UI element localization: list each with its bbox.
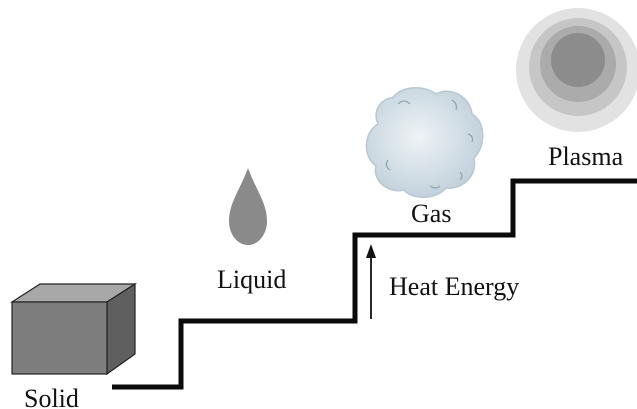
solid-label: Solid: [24, 384, 79, 409]
plasma-label: Plasma: [548, 142, 624, 171]
gas-cloud: [365, 87, 484, 198]
plasma-sphere: [516, 8, 637, 132]
gas-label: Gas: [411, 199, 451, 228]
solid-cube: [9, 282, 138, 376]
liquid-drop: [229, 168, 267, 245]
heat-energy-label: Heat Energy: [389, 272, 519, 301]
heat-energy-arrow: [366, 244, 376, 319]
liquid-label: Liquid: [217, 265, 286, 294]
energy-staircase: [112, 178, 637, 390]
